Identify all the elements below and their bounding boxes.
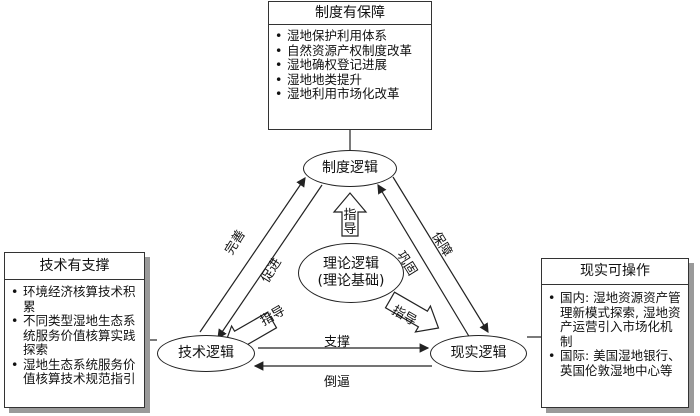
- technical-support-box: 技术有支撑 环境经济核算技术积累不同类型湿地生态系统服务价值核算实践探索湿地生态…: [4, 252, 145, 408]
- list-item: 湿地生态系统服务价值核算技术规范指引: [9, 357, 140, 387]
- institutional-logic-node: 制度逻辑: [303, 150, 397, 187]
- box-title: 现实可操作: [542, 259, 688, 285]
- list-item: 自然资源产权制度改革: [273, 43, 427, 59]
- node-sublabel: (理论基础): [317, 273, 385, 289]
- top-box-list: 湿地保护利用体系自然资源产权制度改革湿地确权登记进展湿地地类提升湿地利用市场化改…: [269, 25, 431, 102]
- node-label: 技术逻辑: [178, 345, 234, 361]
- node-label: 现实逻辑: [450, 345, 507, 361]
- list-item: 湿地利用市场化改革: [273, 86, 427, 102]
- edge-label-force: 倒逼: [324, 375, 351, 390]
- guide-up-arrow: [332, 192, 368, 237]
- practical-feasibility-box: 现实可操作 国内: 湿地资源资产管理新模式探索, 湿地资产运营引入市场化机制国际…: [541, 258, 689, 408]
- box-title: 制度有保障: [269, 2, 431, 25]
- list-item: 国内: 湿地资源资产管理新模式探索, 湿地资产运营引入市场化机制: [546, 290, 684, 349]
- edge-label-support: 支撑: [324, 335, 351, 350]
- guarantee-arrow: [392, 176, 489, 334]
- guide-up-label: 指导: [343, 208, 357, 237]
- right-box-list: 国内: 湿地资源资产管理新模式探索, 湿地资产运营引入市场化机制国际: 美国湿地…: [542, 285, 688, 378]
- node-label: 理论逻辑: [323, 256, 379, 272]
- list-item: 湿地地类提升: [273, 72, 427, 88]
- left-box-list: 环境经济核算技术积累不同类型湿地生态系统服务价值核算实践探索湿地生态系统服务价值…: [5, 280, 144, 387]
- practical-logic-node: 现实逻辑: [430, 335, 527, 372]
- perfect-arrow: [199, 177, 306, 333]
- institutional-guarantee-box: 制度有保障 湿地保护利用体系自然资源产权制度改革湿地确权登记进展湿地地类提升湿地…: [268, 1, 432, 130]
- guide-right-arrow: [384, 291, 440, 333]
- list-item: 环境经济核算技术积累: [9, 284, 140, 314]
- list-item: 湿地保护利用体系: [273, 28, 427, 44]
- theory-logic-node: 理论逻辑 (理论基础): [298, 243, 404, 303]
- box-title: 技术有支撑: [5, 253, 144, 280]
- consolidate-arrow: [377, 183, 471, 339]
- list-item: 国际: 美国湿地银行、英国伦敦湿地中心等: [546, 348, 684, 378]
- list-item: 不同类型湿地生态系统服务价值核算实践探索: [9, 313, 140, 358]
- list-item: 湿地确权登记进展: [273, 57, 427, 73]
- technical-logic-node: 技术逻辑: [157, 335, 255, 372]
- promote-arrow: [217, 184, 323, 339]
- node-label: 制度逻辑: [322, 160, 378, 176]
